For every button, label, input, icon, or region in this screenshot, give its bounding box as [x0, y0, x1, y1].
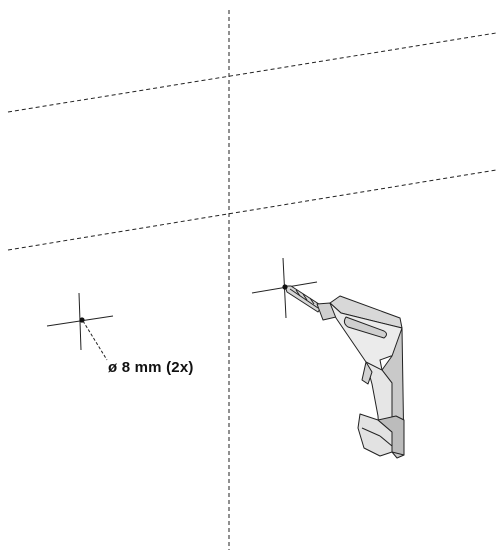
- right-hole-point: [282, 284, 288, 290]
- hole-size-label: ø 8 mm (2x): [108, 359, 194, 376]
- lower-level-line: [7, 169, 496, 251]
- power-drill-icon: [284, 285, 405, 459]
- upper-level-line: [7, 32, 496, 113]
- leader-line: [82, 320, 108, 361]
